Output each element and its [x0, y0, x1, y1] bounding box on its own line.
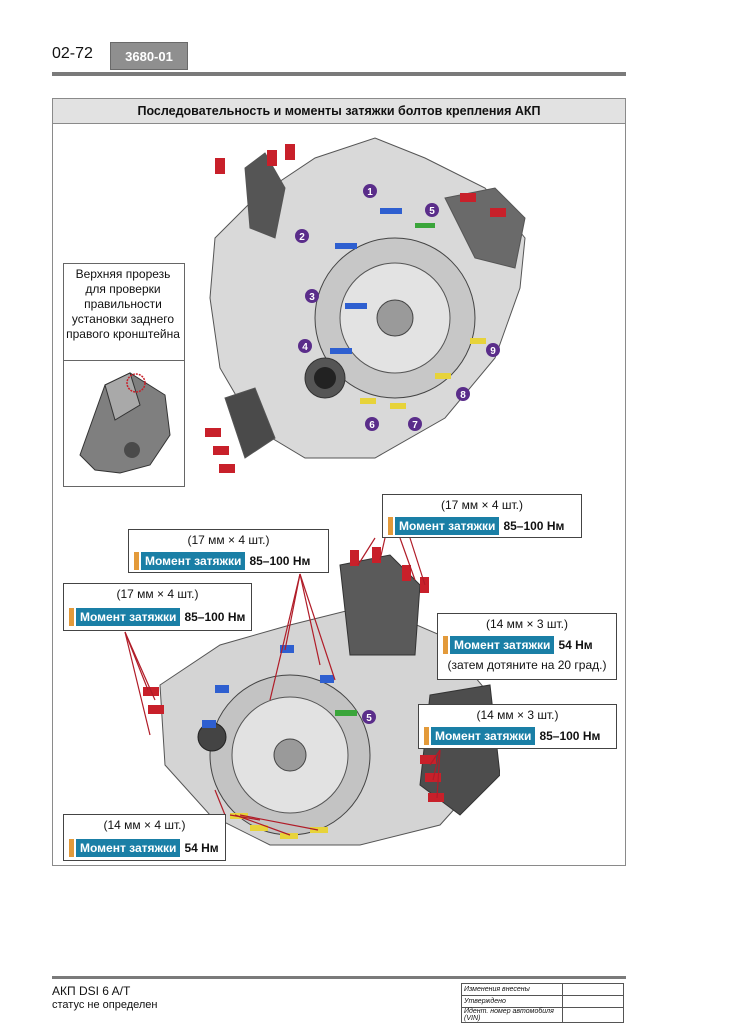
- bolt-count: (14 мм × 3 шт.): [476, 708, 559, 722]
- bolt-count: (17 мм × 4 шт.): [116, 587, 199, 601]
- torque-value: 85–100 Нм: [539, 729, 601, 743]
- callout-3: 3: [309, 292, 315, 303]
- callout-4: 4: [302, 342, 308, 353]
- approval-row-label: Утверждено: [461, 995, 563, 1008]
- callout-5: 5: [429, 206, 435, 217]
- torque-label: Момент затяжки: [395, 517, 500, 535]
- callout-marker: [305, 289, 319, 303]
- accent-bar: [69, 608, 74, 626]
- callout-1: 1: [367, 187, 373, 198]
- transmission-illustration-upper: 1 2 3 4 5 6 7 8 9: [205, 137, 526, 473]
- footer-title: АКП DSI 6 A/T: [52, 984, 131, 998]
- callout-marker: [298, 339, 312, 353]
- callout-9: 9: [490, 346, 496, 357]
- torque-label: Момент затяжки: [450, 636, 555, 654]
- footer-rule: [52, 976, 626, 979]
- bracket-illustration: [79, 372, 171, 474]
- torque-label: Момент затяжки: [141, 552, 246, 570]
- torque-label: Момент затяжки: [431, 727, 536, 745]
- callout-marker: [425, 203, 439, 217]
- callout-7: 7: [412, 420, 418, 431]
- accent-bar: [424, 727, 429, 745]
- torque-extra-note: (затем дотяните на 20 град.): [447, 658, 607, 672]
- bolt-count: (17 мм × 4 шт.): [441, 498, 523, 512]
- torque-value: 85–100 Нм: [249, 554, 311, 568]
- callout-6: 6: [369, 420, 375, 431]
- torque-value: 54 Нм: [184, 841, 219, 855]
- accent-bar: [443, 636, 448, 654]
- bolt-count: (14 мм × 4 шт.): [103, 818, 186, 832]
- callout-marker: [408, 417, 422, 431]
- section-code-tab: 3680-01: [110, 42, 188, 70]
- approval-row-label: Идент. номер автомобиля (VIN): [461, 1007, 563, 1023]
- callout-marker: [362, 710, 376, 724]
- accent-bar: [388, 517, 393, 535]
- approval-row-label: Изменения внесены: [461, 983, 563, 996]
- footer-status: статус не определен: [52, 999, 158, 1011]
- approval-row-value: [562, 1007, 624, 1023]
- note-divider: [63, 360, 184, 361]
- callout-marker: [295, 229, 309, 243]
- callout-marker: [486, 343, 500, 357]
- transmission-illustration-lower: 5: [143, 547, 500, 846]
- approval-row-value: [562, 995, 624, 1008]
- approval-row-value: [562, 983, 624, 996]
- accent-bar: [69, 839, 74, 857]
- torque-label: Момент затяжки: [76, 608, 181, 626]
- callout-5-lower: 5: [366, 713, 372, 724]
- bolt-count: (14 мм × 3 шт.): [486, 617, 568, 631]
- torque-value: 54 Нм: [558, 638, 593, 652]
- header-rule: [52, 72, 626, 76]
- callout-marker: [456, 387, 470, 401]
- frame-title: Последовательность и моменты затяжки бол…: [53, 99, 625, 124]
- approval-table: Изменения внесены Утверждено Идент. номе…: [461, 983, 624, 1023]
- torque-value: 85–100 Нм: [503, 519, 565, 533]
- callout-marker: [365, 417, 379, 431]
- content-frame: [52, 98, 626, 866]
- page-number: 02-72: [52, 45, 93, 62]
- torque-value: 85–100 Нм: [184, 610, 246, 624]
- torque-label: Момент затяжки: [76, 839, 181, 857]
- callout-marker: [363, 184, 377, 198]
- accent-bar: [134, 552, 139, 570]
- bolt-count: (17 мм × 4 шт.): [187, 533, 270, 547]
- callout-2: 2: [299, 232, 305, 243]
- bracket-note-text: Верхняя прорезь для проверки правильност…: [66, 267, 180, 341]
- callout-8: 8: [460, 390, 466, 401]
